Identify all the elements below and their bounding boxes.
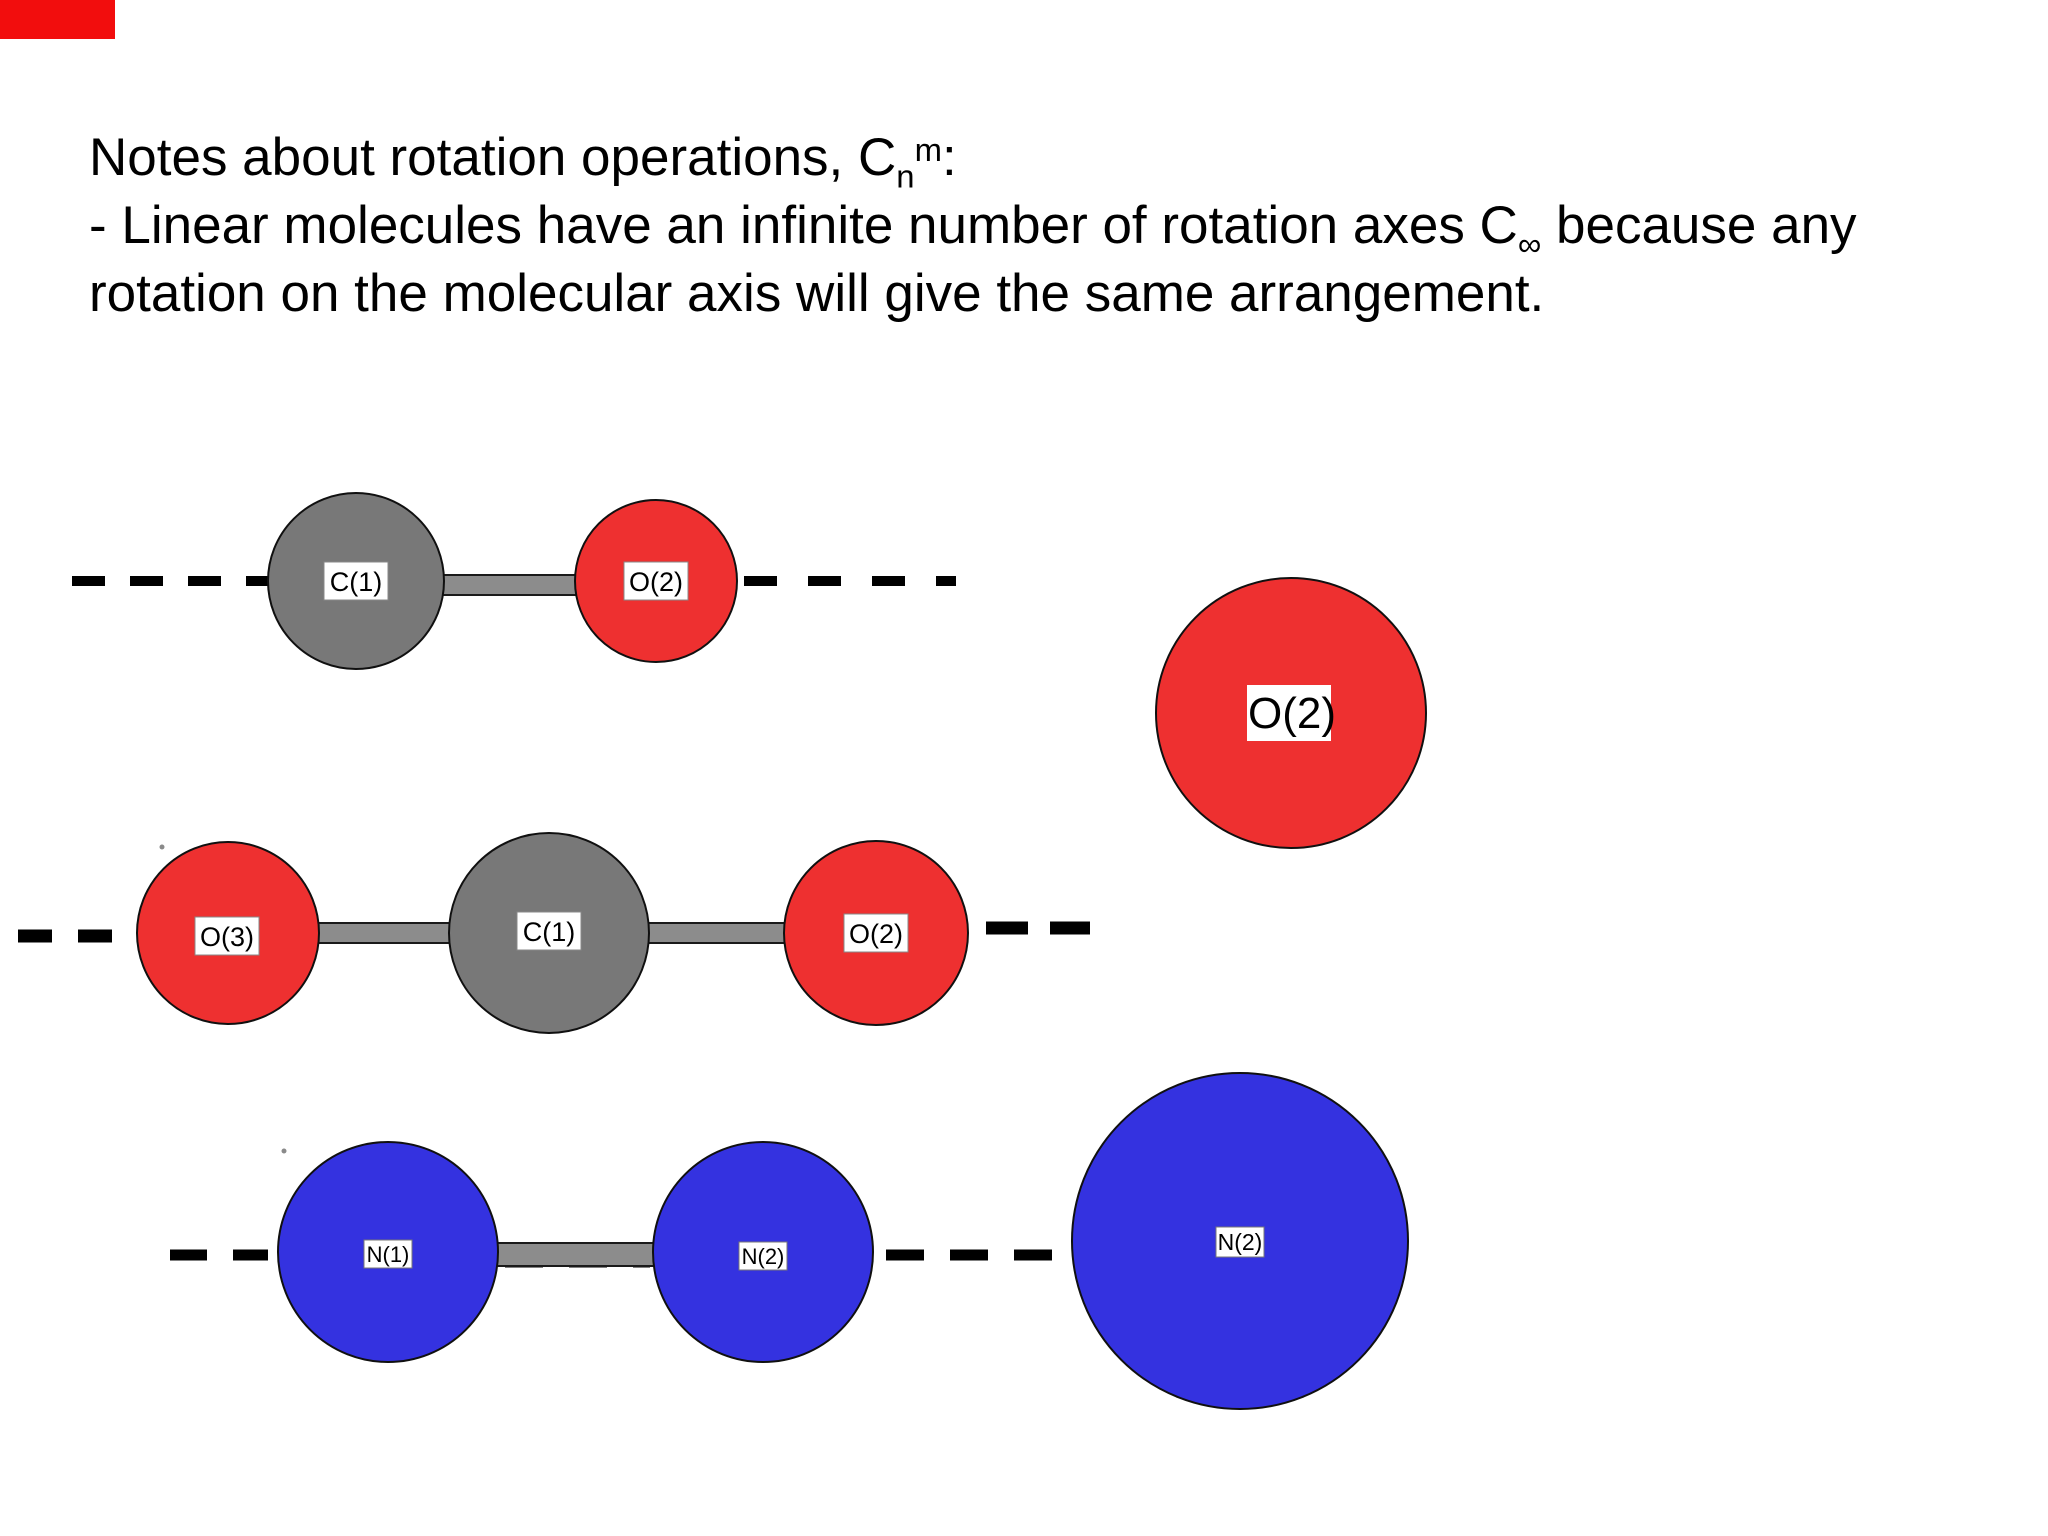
- atom-label-o3-co2: O(3): [194, 916, 260, 956]
- atom-label-n1-n2: N(1): [363, 1239, 413, 1269]
- title-line-1: Notes about rotation operations, Cnm:: [89, 124, 2019, 192]
- atom-label-text: N(1): [367, 1242, 410, 1267]
- title-line-1-subscript: n: [896, 157, 915, 195]
- atom-label-text: N(2): [742, 1244, 785, 1269]
- bond-co: [437, 574, 579, 596]
- title-line-1-text: Notes about rotation operations, C: [89, 128, 897, 187]
- atom-label-o2-co2: O(2): [843, 913, 909, 953]
- title-line-1-colon: :: [941, 128, 957, 187]
- bond-n2: [493, 1242, 661, 1267]
- notes-text-block: Notes about rotation operations, Cnm: - …: [89, 124, 2019, 328]
- atom-label-text: C(1): [330, 567, 383, 597]
- bond-co2-left: [314, 922, 456, 944]
- atom-label-o2-co: O(2): [623, 561, 689, 601]
- infinity-subscript: ∞: [1517, 225, 1542, 263]
- atom-label-text: N(2): [1218, 1229, 1263, 1255]
- atom-label-text: O(3): [200, 922, 254, 952]
- isolated-atom-label-n2: N(2): [1215, 1226, 1265, 1258]
- atom-label-text: O(2): [1248, 689, 1336, 738]
- atom-label-c1-co: C(1): [323, 561, 389, 601]
- atom-label-text: O(2): [849, 919, 903, 949]
- bond-co2-right: [644, 922, 791, 944]
- atom-label-c1-co2: C(1): [516, 911, 582, 951]
- title-line-2-text: - Linear molecules have an infinite numb…: [89, 196, 1518, 255]
- ink-speck: [281, 1148, 287, 1154]
- isolated-atom-label-o2: O(2): [1247, 685, 1336, 741]
- title-line-2-end: because any: [1541, 196, 1857, 255]
- title-line-1-superscript: m: [914, 131, 942, 169]
- atom-label-text: C(1): [523, 917, 576, 947]
- atom-label-n2-n2: N(2): [738, 1241, 788, 1271]
- ink-speck: [159, 844, 165, 850]
- red-corner-bar: [0, 0, 115, 39]
- atom-label-text: O(2): [629, 567, 683, 597]
- title-line-3: rotation on the molecular axis will give…: [89, 264, 1545, 323]
- title-line-2: - Linear molecules have an infinite numb…: [89, 192, 2019, 260]
